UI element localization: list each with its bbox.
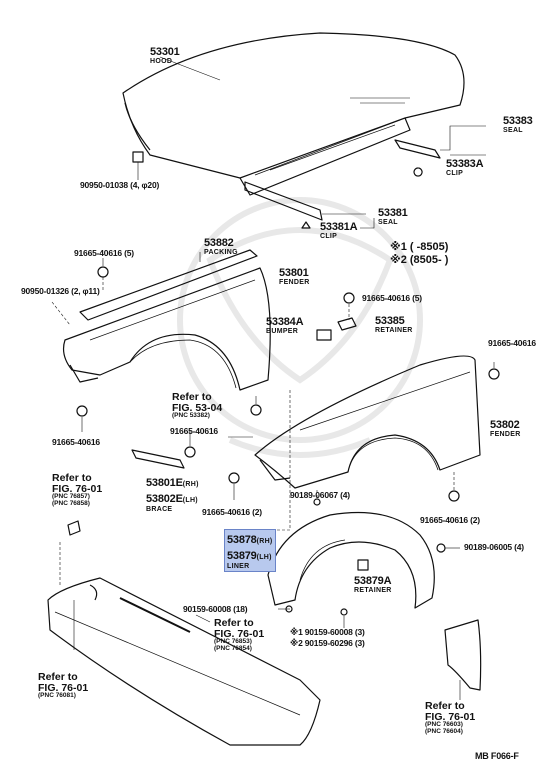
leader-lines <box>51 56 495 700</box>
fender-53802-shape <box>254 355 481 489</box>
liner-shape <box>267 511 435 609</box>
liner-label[interactable]: 53878(RH) 53879(LH) LINER <box>224 529 276 572</box>
packing-shape <box>79 249 258 321</box>
ref-fig5304[interactable]: Refer to FIG. 53-04 (PNC 53382) <box>172 391 223 419</box>
fender-53801-label: 53801 FENDER <box>279 267 310 287</box>
clip-53383a-shape <box>413 167 423 177</box>
code-c13: ※1 90159-60008 (3) <box>290 627 365 637</box>
brace-label: 53801E(RH) 53802E(LH) BRACE <box>146 477 199 514</box>
code-c11: 90189-06005 (4) <box>464 542 524 552</box>
code-c8: 91665-40616 (2) <box>202 507 262 517</box>
hood-label: 53301 HOOD <box>150 46 180 66</box>
seal-53381-shape <box>244 181 323 221</box>
seal-53381-label: 53381 SEAL <box>378 207 408 227</box>
code-c1: 90950-01038 (4, φ20) <box>80 180 160 190</box>
retainer-53879a-shape <box>357 559 369 571</box>
code-c5: 91665-40616 <box>488 338 536 348</box>
fender-53801-shape <box>62 267 271 391</box>
bumper-53384a-label: 53384A BUMPER <box>266 316 304 336</box>
fender-53802-label: 53802 FENDER <box>490 419 521 439</box>
ref-fig7601-a[interactable]: Refer to FIG. 76-01 (PNC 76857) (PNC 768… <box>52 472 103 507</box>
code-c10: 91665-40616 (2) <box>420 515 480 525</box>
hood-part-number: 53301 <box>150 46 180 58</box>
ref-fig7601-c[interactable]: Refer to FIG. 76-01 (PNC 76081) <box>38 671 89 699</box>
clip-53381a-label: 53381A CLIP <box>320 221 358 241</box>
bumper-53384a-shape <box>316 329 332 341</box>
packing-label: 53882 PACKING <box>204 237 238 257</box>
code-c9: 90189-06067 (4) <box>290 490 350 500</box>
code-c6: 91665-40616 <box>52 437 100 447</box>
legend: ※1 ( -8505) ※2 (8505- ) <box>390 242 448 266</box>
diagram-code: MB F066-F <box>475 751 519 761</box>
clip-53383a-label: 53383A CLIP <box>446 158 484 178</box>
code-c12: 90159-60008 (18) <box>183 604 248 614</box>
brace-shape <box>131 449 185 469</box>
small-bracket-shape <box>67 520 81 536</box>
legend-line-2: ※2 (8505- ) <box>390 254 449 266</box>
seal-53383-shape <box>394 139 441 159</box>
legend-line-1: ※1 ( -8505) <box>390 241 449 253</box>
code-c4: 91665-40616 (5) <box>362 293 422 303</box>
retainer-53385-shape <box>337 317 357 331</box>
ref-fig7601-d[interactable]: Refer to FIG. 76-01 (PNC 76603) (PNC 766… <box>425 700 476 735</box>
watermark-emblem <box>177 197 423 458</box>
front-bumper-shape <box>47 577 321 746</box>
retainer-53879a-label: 53879A RETAINER <box>354 575 392 595</box>
bumper-bracket-shape <box>119 597 191 633</box>
code-c2: 91665-40616 (5) <box>74 248 134 258</box>
seal-53383-label: 53383 SEAL <box>503 115 533 135</box>
hood-part-name: HOOD <box>150 58 173 65</box>
code-c7: 91665-40616 <box>170 426 218 436</box>
ref-fig7601-b[interactable]: Refer to FIG. 76-01 (PNC 76853) (PNC 768… <box>214 617 265 652</box>
retainer-53385-label: 53385 RETAINER <box>375 315 413 335</box>
clip-53381a-shape <box>301 221 311 229</box>
grommet-shape <box>132 151 144 163</box>
code-c14: ※2 90159-60296 (3) <box>290 638 365 648</box>
mudguard-shape <box>444 619 482 691</box>
code-c3: 90950-01326 (2, φ11) <box>21 286 100 296</box>
